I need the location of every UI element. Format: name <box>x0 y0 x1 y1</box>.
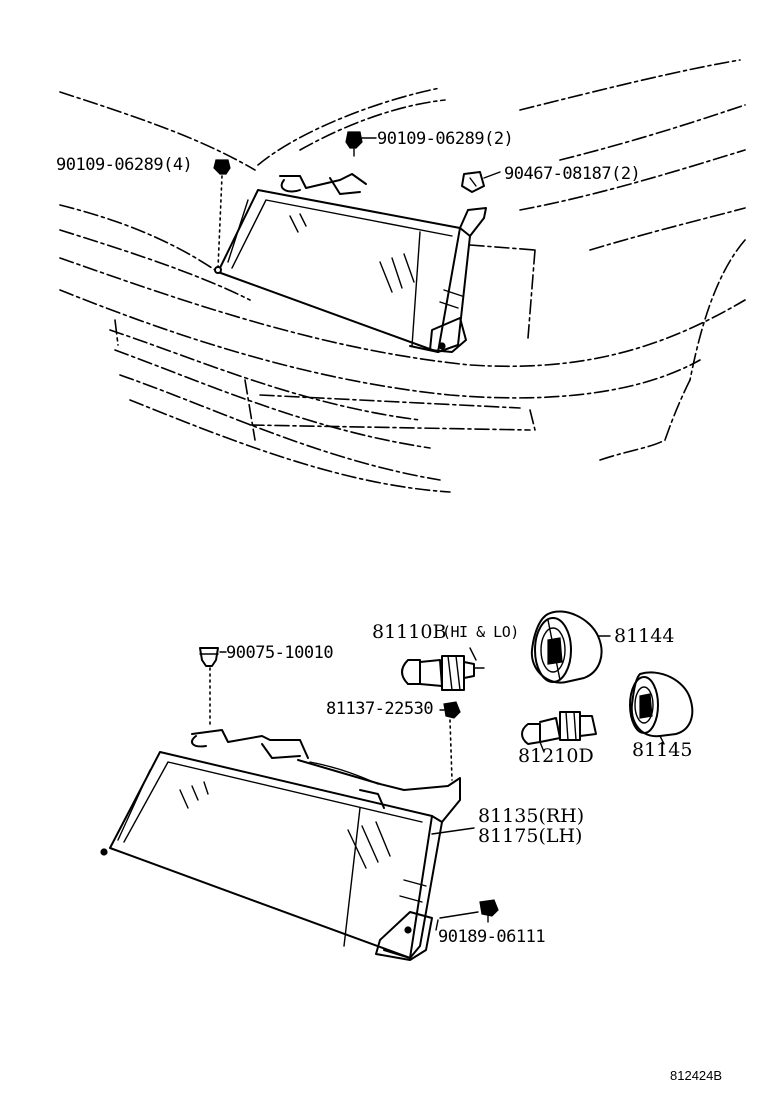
nut-top-icon <box>461 171 485 193</box>
label-socket-cap: 81144 <box>614 625 674 647</box>
mounted-headlamp <box>217 173 487 353</box>
bottom-leader-lines <box>431 709 475 835</box>
socket-small-icon <box>629 671 694 745</box>
label-screw-2: 90109-06289(2) <box>377 129 513 149</box>
label-unit-lh: 81175(LH) <box>478 825 582 847</box>
label-bulb-small: 81210D <box>518 745 594 767</box>
top-leader-lines <box>361 137 501 179</box>
label-bulb-clip: 81137-22530 <box>326 699 433 719</box>
clip-icon <box>199 647 227 725</box>
label-bulb-main: 81110B <box>372 621 446 643</box>
bulb-main-icon <box>401 647 485 691</box>
reference-code: 812424B <box>670 1068 722 1083</box>
label-clip: 90075-10010 <box>226 643 333 663</box>
label-screw-4: 90109-06289(4) <box>56 155 192 175</box>
socket-cap-icon <box>530 610 611 684</box>
vehicle-body-outline <box>59 59 746 493</box>
screw-top-icon <box>345 131 363 157</box>
bolt-icon <box>435 899 499 931</box>
label-nut-2: 90467-08187(2) <box>504 164 640 184</box>
label-bolt: 90189-06111 <box>438 927 545 947</box>
bulb-small-icon <box>521 711 597 753</box>
label-bulb-main-note: (HI & LO) <box>442 623 519 641</box>
label-unit-rh: 81135(RH) <box>478 805 584 827</box>
headlamp-unit <box>100 729 461 961</box>
screw-left-icon <box>213 159 231 274</box>
label-socket-small: 81145 <box>632 739 692 761</box>
bulb-clip-icon <box>443 701 461 781</box>
